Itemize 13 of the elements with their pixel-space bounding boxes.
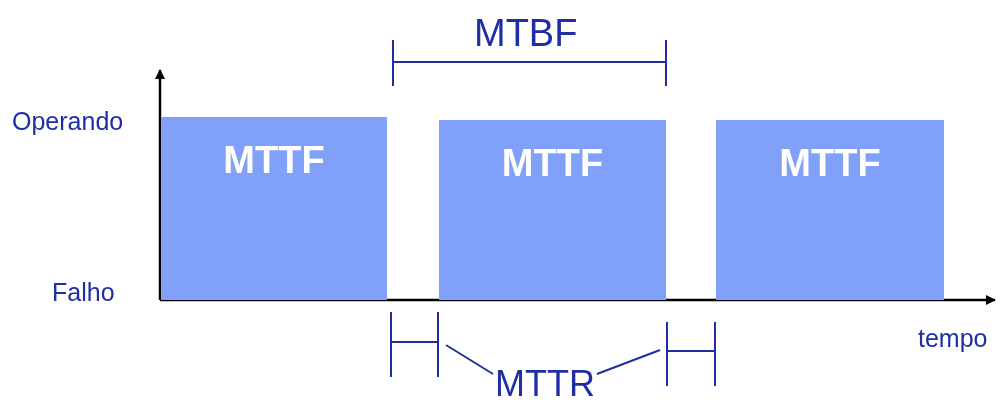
- state-bar: [161, 117, 387, 300]
- leader-line: [595, 349, 661, 375]
- axis-label: Operando: [12, 109, 124, 134]
- bar-label: MTTF: [501, 144, 604, 182]
- axis-label: tempo: [918, 326, 988, 351]
- dimension-label: MTBF: [474, 14, 578, 52]
- leader-line: [445, 344, 494, 375]
- axis-label: Falho: [52, 280, 115, 305]
- state-bar: [716, 120, 944, 300]
- bar-label: MTTF: [223, 141, 325, 179]
- bar-label: MTTF: [779, 144, 881, 182]
- dimension-label: MTTR: [495, 366, 595, 402]
- state-bar: [439, 120, 666, 300]
